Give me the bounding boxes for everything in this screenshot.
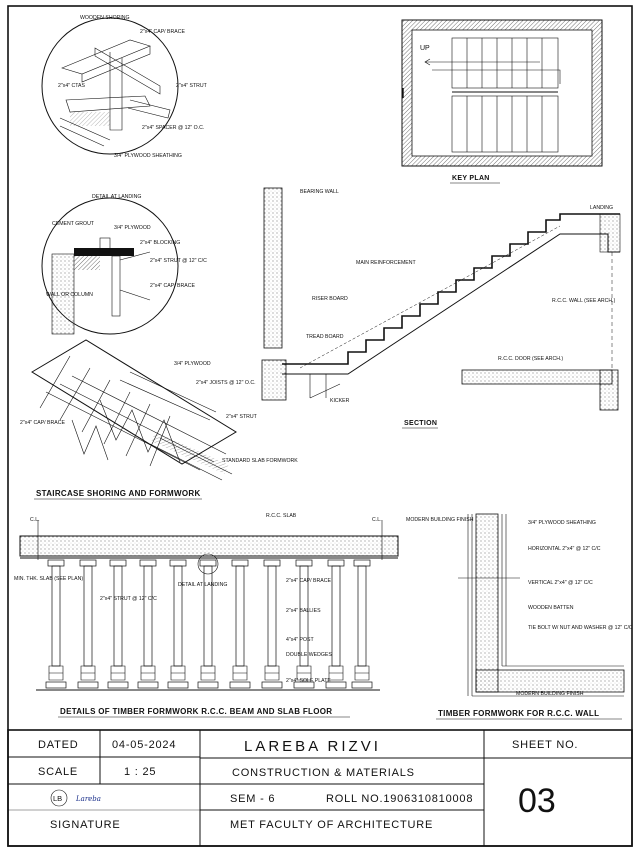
wooden-shoring-detail: WOODEN SHORING 2"x4" CAP/ BRACE 2"x4" CT… <box>41 15 208 159</box>
wall-label: WOODEN BATTEN <box>528 605 574 611</box>
wall-label: HORIZONTAL 2"x4" @ 12" C/C <box>528 546 601 552</box>
landing-label: WALL OR COLUMN <box>46 292 93 298</box>
sheet-label: SHEET NO. <box>512 739 578 751</box>
beam-label: C.L. <box>372 517 382 523</box>
beam-label: 4"x4" POST <box>286 637 314 643</box>
signature: Lareba <box>75 795 101 803</box>
beam-label: MIN. THK. SLAB (SEE PLAN) <box>14 576 83 582</box>
iso-title: STAIRCASE SHORING AND FORMWORK <box>36 489 201 498</box>
shoring-label: 2"x4" CTAS <box>58 83 85 89</box>
scale-label: SCALE <box>38 766 78 778</box>
shoring-label: 3/4" PLYWOOD SHEATHING <box>114 153 182 159</box>
timber-post <box>261 559 283 689</box>
beam-label: 2"x4" BALLIES <box>286 608 321 614</box>
section-label: MAIN REINFORCEMENT <box>356 260 416 266</box>
beam-label: DETAIL AT LANDING <box>178 582 227 588</box>
wall-label: VERTICAL 2"x4" @ 12" C/C <box>528 580 593 586</box>
iso-label: 2"x4" STRUT <box>226 414 258 420</box>
shoring-label: 2"x4" SPACER @ 12" O.C. <box>142 125 204 131</box>
title-block: DATED 04-05-2024 SCALE 1 : 25 LB Lareba … <box>7 729 633 847</box>
timber-post <box>137 559 159 689</box>
beam-label: DOUBLE WEDGES <box>286 652 332 658</box>
section-label: BEARING WALL <box>300 189 339 195</box>
landing-label: 2"x4" BLOCKING <box>140 240 180 246</box>
iso-label: 3/4" PLYWOOD <box>174 361 211 367</box>
dated-label: DATED <box>38 739 78 751</box>
iso-label: 2"x4" JOISTS @ 12" O.C. <box>196 380 256 386</box>
timber-post <box>229 559 251 689</box>
key-plan-up-label: UP <box>420 45 430 52</box>
dated-value: 04-05-2024 <box>112 739 176 751</box>
wall-label: MODERN BUILDING FINISH <box>516 691 584 697</box>
beam-slab-formwork: C.L. C.L. R.C.C. SLAB MODERN BUILDING FI… <box>14 513 474 718</box>
beam-label: MODERN BUILDING FINISH <box>406 517 474 523</box>
section-label: R.C.C. WALL (SEE ARCH.) <box>552 298 616 304</box>
section-label: LANDING <box>590 205 613 211</box>
shoring-label: 2"x4" CAP/ BRACE <box>140 29 185 35</box>
beam-label: 2"x4" CAP/ BRACE <box>286 578 331 584</box>
signature-label: SIGNATURE <box>50 819 121 831</box>
faculty: MET FACULTY OF ARCHITECTURE <box>230 819 433 831</box>
beam-label: 2"x4" STRUT @ 12" C/C <box>100 596 157 602</box>
timber-post <box>167 559 189 689</box>
timber-post <box>325 559 347 689</box>
landing-detail: DETAIL AT LANDING CEMENT GROUT 3/4" PLYW… <box>41 194 207 335</box>
section-label: RISER BOARD <box>312 296 348 302</box>
beam-label: C.L. <box>30 517 40 523</box>
section-label: TREAD BOARD <box>306 334 344 340</box>
shoring-title: WOODEN SHORING <box>80 15 130 21</box>
key-plan: UP KEY PLAN <box>401 19 603 184</box>
timber-post <box>293 559 315 689</box>
beam-label: R.C.C. SLAB <box>266 513 297 519</box>
landing-title: DETAIL AT LANDING <box>92 194 141 200</box>
semester: SEM - 6 <box>230 793 275 805</box>
wall-label: 3/4" PLYWOOD SHEATHING <box>528 520 596 526</box>
section-label: R.C.C. DOOR (SEE ARCH.) <box>498 356 563 362</box>
wall-formwork: 3/4" PLYWOOD SHEATHING HORIZONTAL 2"x4" … <box>436 513 633 720</box>
section-label: KICKER <box>330 398 350 404</box>
section-title: SECTION <box>404 420 437 427</box>
timber-post <box>197 559 219 689</box>
beam-title: DETAILS OF TIMBER FORMWORK R.C.C. BEAM A… <box>60 707 332 716</box>
timber-post <box>77 559 99 689</box>
landing-label: 2"x4" CAP/ BRACE <box>150 283 195 289</box>
stair-section: BEARING WALL LANDING MAIN REINFORCEMENT … <box>261 187 621 429</box>
timber-post <box>351 559 373 689</box>
shoring-label: 2"x4" STRUT <box>176 83 208 89</box>
landing-label: 3/4" PLYWOOD <box>114 225 151 231</box>
formwork-posts <box>45 559 373 689</box>
iso-label: STANDARD SLAB FORMWORK <box>222 458 298 464</box>
sheet-number: 03 <box>518 782 556 820</box>
monogram-badge <box>50 789 68 807</box>
landing-label: 2"x4" STRUT @ 12" C/C <box>150 258 207 264</box>
iso-label: 2"x4" CAP/ BRACE <box>20 420 65 426</box>
beam-label: 2"x4" SOLE PLATE <box>286 678 331 684</box>
landing-label: CEMENT GROUT <box>52 221 95 227</box>
subject: CONSTRUCTION & MATERIALS <box>232 767 415 779</box>
key-plan-title: KEY PLAN <box>452 175 490 182</box>
scale-value: 1 : 25 <box>124 766 156 778</box>
staircase-shoring-iso: 3/4" PLYWOOD 2"x4" JOISTS @ 12" O.C. 2"x… <box>20 339 298 500</box>
wall-title: TIMBER FORMWORK FOR R.C.C. WALL <box>438 709 599 718</box>
roll-number: ROLL NO.1906310810008 <box>326 793 473 805</box>
timber-post <box>107 559 129 689</box>
monogram: LB <box>53 794 62 803</box>
student-name: LAREBA RIZVI <box>244 738 381 755</box>
timber-post <box>45 559 67 689</box>
wall-label: TIE BOLT W/ NUT AND WASHER @ 12" C/C <box>528 625 633 631</box>
